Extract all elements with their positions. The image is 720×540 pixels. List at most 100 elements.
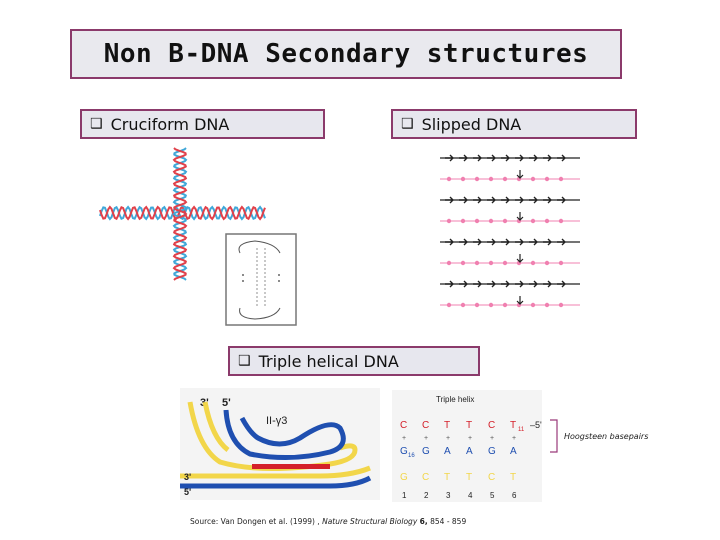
top-row-subscript: 11 <box>518 427 525 433</box>
hoogsteen-pair-marker: + <box>512 435 516 442</box>
hoogsteen-bracket <box>550 419 558 453</box>
slipped-marker <box>474 302 480 308</box>
hoogsteen-pair-marker: + <box>468 435 472 442</box>
slipped-arrow <box>529 154 538 162</box>
slipped-arrow <box>543 196 552 204</box>
top-row-base: C <box>400 420 407 431</box>
source-volume: 6, <box>419 517 428 526</box>
slipped-arrow <box>529 280 538 288</box>
cruciform-schematic <box>225 233 297 326</box>
source-prefix: Source: Van Dongen et al. (1999) , <box>190 517 320 526</box>
slipped-arrow <box>459 280 468 288</box>
slipped-arrow <box>445 154 454 162</box>
slipped-marker <box>558 218 564 224</box>
position-number: 1 <box>402 491 407 500</box>
hoogsteen-pair-marker: + <box>402 435 406 442</box>
checkbox-square-icon: ❑ <box>90 116 103 132</box>
cruciform-illustration <box>99 147 266 281</box>
label-5prime-top: 5' <box>222 397 231 409</box>
top-row-base: T <box>444 420 450 431</box>
slipped-arrow <box>515 280 524 288</box>
position-number: 2 <box>424 491 429 500</box>
slipped-marker <box>474 176 480 182</box>
hoogsteen-pair-marker: + <box>490 435 494 442</box>
slipped-marker <box>530 176 536 182</box>
position-number: 6 <box>512 491 517 500</box>
slipped-arrow <box>515 154 524 162</box>
slipped-arrow <box>459 238 468 246</box>
middle-row-base: G <box>488 446 496 457</box>
slipped-arrow <box>501 196 510 204</box>
slipped-marker <box>502 218 508 224</box>
slipped-arrow <box>487 280 496 288</box>
slipped-marker <box>558 260 564 266</box>
slipped-down-arrow <box>516 212 524 221</box>
gene-label: II-γ3 <box>266 415 287 427</box>
slipped-marker <box>446 176 452 182</box>
slipped-marker <box>544 218 550 224</box>
hoogsteen-pair-marker: + <box>424 435 428 442</box>
slipped-dna-illustration <box>440 154 580 308</box>
slipped-down-arrow <box>516 254 524 263</box>
middle-row-base: A <box>444 446 451 457</box>
slipped-arrow <box>543 280 552 288</box>
slipped-marker <box>530 302 536 308</box>
slipped-marker <box>530 260 536 266</box>
slipped-arrow <box>487 196 496 204</box>
top-row-base: C <box>488 420 495 431</box>
slipped-arrow <box>473 196 482 204</box>
middle-row-base: A <box>510 446 517 457</box>
position-number: 5 <box>490 491 495 500</box>
slipped-arrow <box>543 154 552 162</box>
slipped-marker <box>446 260 452 266</box>
slipped-marker <box>446 218 452 224</box>
slipped-marker <box>502 260 508 266</box>
slipped-arrow <box>557 238 566 246</box>
slipped-marker <box>474 260 480 266</box>
slipped-label: Slipped DNA <box>421 114 522 134</box>
title-box: Non B-DNA Secondary structures <box>70 29 622 79</box>
slipped-arrow <box>529 238 538 246</box>
middle-row-subscript: 16 <box>408 453 415 459</box>
slipped-marker <box>488 176 494 182</box>
slipped-arrow <box>515 196 524 204</box>
slipped-arrow <box>459 154 468 162</box>
position-number: 4 <box>468 491 473 500</box>
label-5prime-bottom: 5' <box>184 487 191 497</box>
slipped-arrow <box>515 238 524 246</box>
slipped-arrow <box>445 238 454 246</box>
bottom-row-base: C <box>488 472 495 483</box>
slipped-arrow <box>557 196 566 204</box>
middle-row-base: G <box>400 446 408 457</box>
bottom-row-base: C <box>422 472 429 483</box>
end-label: –5' <box>530 420 542 430</box>
source-journal: Nature Structural Biology <box>322 517 418 526</box>
cruciform-label-box: ❑ Cruciform DNA <box>80 109 325 139</box>
cruciform-label: Cruciform DNA <box>110 114 230 134</box>
triple-helix-schematic: 3' 5' II-γ3 3' 5' <box>180 388 380 500</box>
slipped-marker <box>558 302 564 308</box>
slipped-marker <box>530 218 536 224</box>
slipped-marker <box>460 176 466 182</box>
slipped-marker <box>544 176 550 182</box>
triple-label: Triple helical DNA <box>258 351 399 371</box>
slipped-marker <box>502 176 508 182</box>
slipped-marker <box>460 302 466 308</box>
slipped-arrow <box>501 154 510 162</box>
slipped-marker <box>488 218 494 224</box>
bottom-row-base: G <box>400 472 408 483</box>
hoogsteen-pair-marker: + <box>446 435 450 442</box>
vertical-helix <box>172 147 188 281</box>
slipped-arrow <box>529 196 538 204</box>
middle-row-base: A <box>466 446 473 457</box>
slipped-arrow <box>501 280 510 288</box>
triple-helix-panel-title: Triple helix <box>436 395 474 404</box>
label-3prime-bottom: 3' <box>184 472 191 482</box>
slipped-arrow <box>501 238 510 246</box>
slipped-arrow <box>487 154 496 162</box>
slipped-arrow <box>543 238 552 246</box>
slipped-marker <box>460 218 466 224</box>
source-pages: 854 - 859 <box>430 517 467 526</box>
slipped-arrow <box>557 280 566 288</box>
